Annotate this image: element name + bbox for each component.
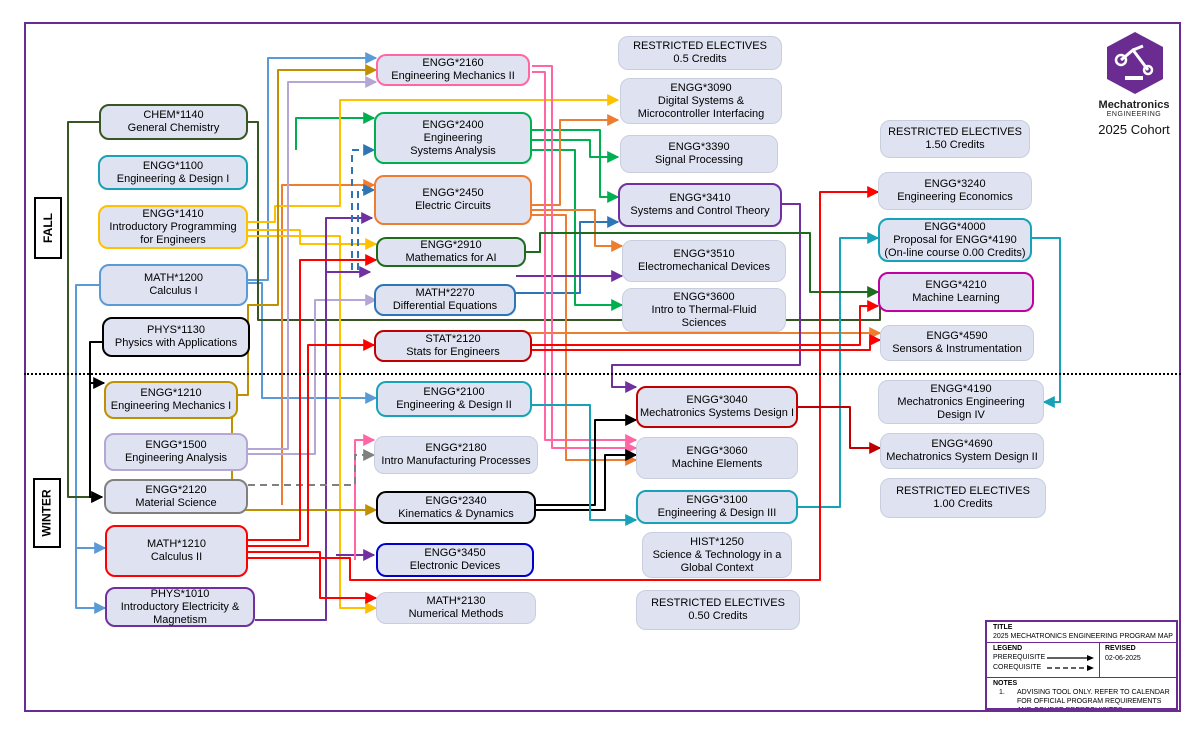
notes-label: NOTES (993, 680, 1018, 687)
logo-subtitle: ENGINEERING (1106, 111, 1162, 118)
title-block: TITLE 2025 MECHATRONICS ENGINEERING PROG… (985, 620, 1178, 710)
revised-label: REVISED (1105, 645, 1136, 652)
logo-title: Mechatronics (1098, 99, 1170, 111)
corequisite-arrow-icon (1047, 665, 1094, 671)
legend-prerequisite: PREREQUISITE (993, 654, 1046, 661)
fall-term-label: FALL (34, 197, 62, 259)
title-label: TITLE (993, 624, 1013, 631)
revised-date: 02-06-2025 (1105, 655, 1141, 662)
mechatronics-logo-icon (1107, 32, 1163, 94)
prerequisite-arrow-icon (1047, 655, 1094, 661)
legend-label: LEGEND (993, 645, 1023, 652)
map-title: 2025 MECHATRONICS ENGINEERING PROGRAM MA… (993, 633, 1173, 640)
legend-corequisite: COREQUISITE (993, 664, 1042, 671)
note-text: ADVISING TOOL ONLY. REFER TO CALENDAR FO… (1017, 689, 1170, 708)
cohort-label: 2025 Cohort (1098, 122, 1170, 137)
note-number: 1. (999, 689, 1005, 696)
program-map-frame (24, 22, 1181, 712)
winter-term-label: WINTER (33, 478, 61, 548)
term-divider (24, 373, 1181, 375)
